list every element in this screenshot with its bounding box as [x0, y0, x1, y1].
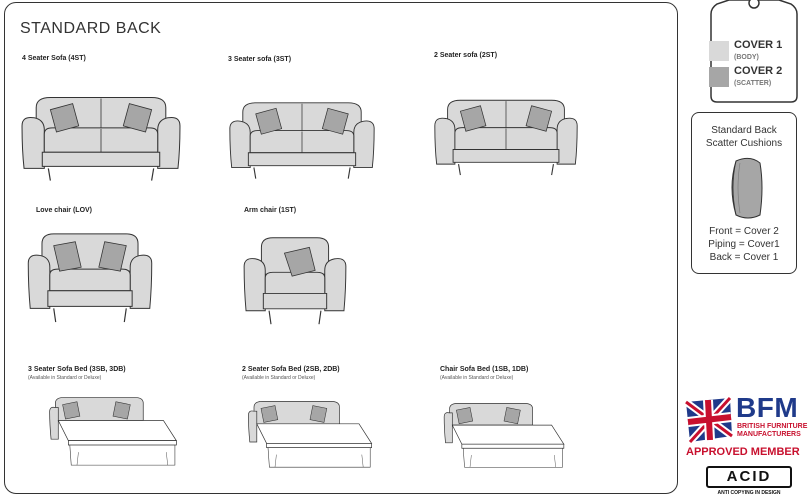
main-panel — [4, 2, 678, 494]
scatter-cushion-icon — [731, 157, 763, 219]
item-label-3st: 3 Seater sofa (3ST) — [228, 56, 292, 63]
acid-logo-text: ACID — [726, 468, 772, 485]
bfm-abbr: BFM — [736, 392, 799, 423]
bfm-approved-member: APPROVED MEMBER — [686, 446, 800, 458]
arm-chair-illustration — [243, 237, 347, 325]
acid-tagline: ANTI COPYING IN DESIGN — [717, 490, 781, 496]
item-label-4st: 4 Seater Sofa (4ST) — [22, 55, 86, 62]
scatter-title-line1: Standard Back — [711, 125, 777, 136]
sofa-2-seater-illustration — [434, 99, 578, 176]
scatter-title-line2: Scatter Cushions — [705, 138, 783, 149]
page-title: STANDARD BACK — [20, 20, 162, 37]
legend-tag-outline — [710, 0, 798, 103]
love-chair-illustration — [27, 233, 153, 323]
cover2-label: COVER 2 — [734, 65, 783, 77]
item-label-1sb: Chair Sofa Bed (1SB, 1DB) — [440, 366, 529, 373]
cover2-swatch — [709, 67, 729, 87]
sofa-bed-2-seater-illustration — [248, 401, 372, 468]
cover1-label: COVER 1 — [734, 39, 783, 51]
item-note-1sb: (Available in Standard or Deluxe) — [440, 375, 514, 381]
cover1-sub: (BODY) — [734, 54, 759, 61]
item-label-2sb: 2 Seater Sofa Bed (2SB, 2DB) — [242, 366, 340, 373]
scatter-piping: Piping = Cover1 — [708, 239, 780, 250]
sofa-3-seater-illustration — [229, 102, 375, 180]
sofa-bed-3-seater-illustration — [49, 396, 177, 466]
sofa-4-seater-illustration — [21, 96, 181, 182]
item-label-3sb: 3 Seater Sofa Bed (3SB, 3DB) — [28, 366, 126, 373]
bfm-line1: BRITISH FURNITURE — [737, 423, 808, 430]
item-label-lov: Love chair (LOV) — [36, 207, 93, 214]
scatter-back: Back = Cover 1 — [709, 252, 779, 263]
cover2-sub: (SCATTER) — [734, 80, 772, 87]
scatter-cushion-info-box: Standard Back Scatter Cushions Front = C… — [691, 112, 797, 274]
bfm-line2: MANUFACTURERS — [737, 431, 801, 438]
union-flag-icon — [684, 396, 734, 444]
scatter-front: Front = Cover 2 — [709, 226, 779, 237]
cover1-swatch — [709, 41, 729, 61]
acid-logo-frame — [706, 466, 792, 488]
item-label-1st: Arm chair (1ST) — [244, 207, 297, 214]
item-label-2st: 2 Seater sofa (2ST) — [434, 52, 498, 59]
item-note-3sb: (Available in Standard or Deluxe) — [28, 375, 102, 381]
tag-hole-icon — [748, 0, 760, 9]
item-note-2sb: (Available in Standard or Deluxe) — [242, 375, 316, 381]
chair-sofa-bed-illustration — [443, 403, 565, 468]
